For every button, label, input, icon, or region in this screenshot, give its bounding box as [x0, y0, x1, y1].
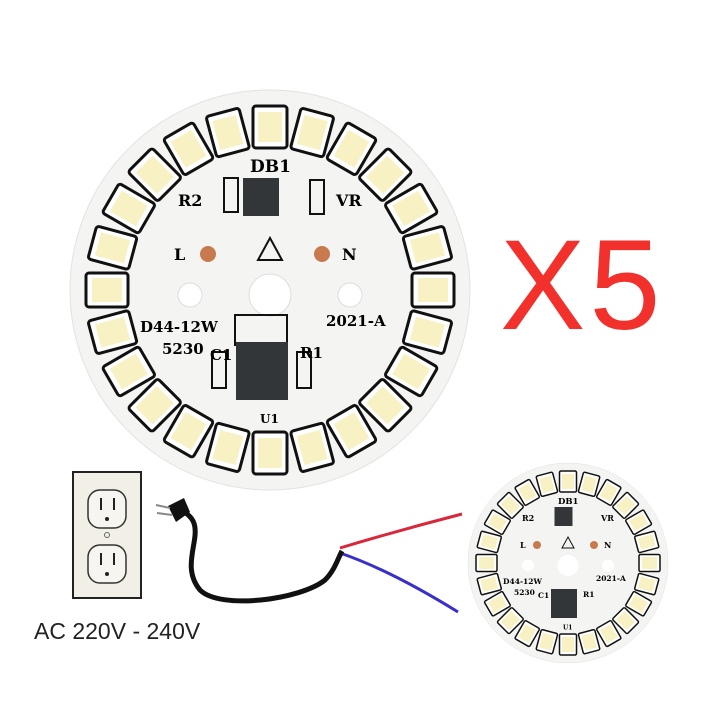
label-led-type: 5230 — [162, 340, 204, 358]
led-chip — [251, 104, 289, 150]
led-board-small: DB1 R2 VR L N D44-12W 5230 2021-A C1 R1 … — [467, 462, 669, 664]
led-chip — [162, 121, 215, 176]
led-chip — [101, 345, 156, 398]
led-chip — [496, 491, 524, 519]
label-vr: VR — [600, 513, 614, 523]
wall-outlet-icon — [72, 471, 142, 599]
led-chip — [514, 478, 541, 506]
led-chip — [633, 530, 660, 554]
blue-wire — [339, 551, 459, 614]
label-version: 2021-A — [596, 574, 626, 583]
led-chip — [101, 182, 156, 235]
label-l: L — [520, 540, 526, 550]
label-vr: VR — [335, 191, 362, 210]
led-chip — [325, 404, 378, 459]
quantity-label: X5 — [500, 214, 665, 357]
label-model: D44-12W — [140, 318, 219, 336]
led-chip — [87, 309, 139, 355]
led-chip — [205, 421, 251, 473]
led-chip — [289, 421, 335, 473]
led-chip — [127, 378, 182, 433]
led-chip — [475, 553, 498, 573]
label-u1: U1 — [563, 625, 572, 632]
led-board-large: DB1 R2 VR L N D44-12W 5230 2021-A C1 R1 … — [69, 89, 471, 491]
led-chip — [84, 271, 130, 309]
label-l: L — [174, 245, 185, 264]
plug-icon — [155, 498, 190, 522]
led-chip — [401, 309, 453, 355]
led-chip — [483, 509, 511, 536]
led-chip — [638, 553, 661, 573]
led-ring — [475, 470, 661, 656]
led-chip — [595, 620, 622, 648]
label-r2: R2 — [522, 513, 534, 523]
led-chip — [251, 430, 289, 476]
regulator-chip — [236, 342, 288, 400]
led-chip — [612, 491, 640, 519]
led-chip — [577, 471, 601, 498]
bridge-chip — [243, 178, 279, 216]
voltage-label: AC 220V - 240V — [34, 618, 201, 644]
led-chip — [384, 182, 439, 235]
label-db1: DB1 — [558, 497, 579, 507]
led-chip — [410, 271, 456, 309]
warning-icon — [256, 235, 284, 261]
label-c1: C1 — [210, 346, 232, 364]
label-r2: R2 — [178, 191, 202, 210]
led-chip — [496, 607, 524, 635]
led-chip — [384, 345, 439, 398]
label-n: N — [604, 540, 611, 550]
led-chip — [625, 509, 653, 536]
led-chip — [476, 572, 503, 596]
label-n: N — [342, 245, 357, 264]
power-cable — [178, 507, 345, 604]
led-chip — [514, 620, 541, 648]
led-chip — [205, 107, 251, 159]
label-db1: DB1 — [250, 157, 291, 177]
label-u1: U1 — [260, 412, 279, 426]
led-chip — [595, 478, 622, 506]
led-chip — [401, 225, 453, 271]
red-wire — [339, 512, 463, 550]
led-chip — [289, 107, 335, 159]
led-chip — [612, 607, 640, 635]
led-chip — [325, 121, 378, 176]
led-chip — [558, 633, 578, 656]
led-chip — [127, 147, 182, 202]
led-chip — [558, 470, 578, 493]
led-chip — [625, 590, 653, 617]
label-c1: C1 — [538, 591, 549, 600]
led-chip — [476, 530, 503, 554]
led-ring — [84, 104, 456, 476]
label-r1: R1 — [300, 344, 323, 362]
led-chip — [535, 471, 559, 498]
led-chip — [162, 404, 215, 459]
label-r1: R1 — [583, 590, 594, 599]
led-chip — [577, 628, 601, 655]
led-chip — [358, 147, 413, 202]
led-chip — [358, 378, 413, 433]
led-chip — [633, 572, 660, 596]
led-chip — [87, 225, 139, 271]
label-led-type: 5230 — [514, 588, 535, 597]
label-model: D44-12W — [503, 577, 542, 586]
led-chip — [535, 628, 559, 655]
label-version: 2021-A — [326, 312, 386, 330]
led-chip — [483, 590, 511, 617]
